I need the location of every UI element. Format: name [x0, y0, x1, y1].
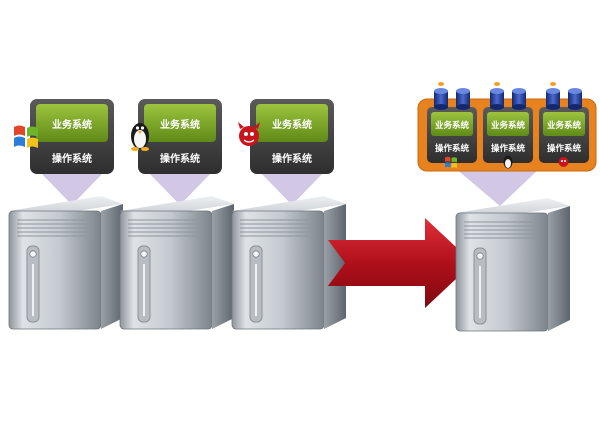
business-system-label: 业务系统: [547, 120, 582, 131]
operating-system-label: 操作系统: [52, 152, 92, 165]
database-icon: [456, 88, 470, 110]
operating-system-label: 操作系统: [272, 152, 312, 165]
business-system-label: 业务系统: [52, 118, 92, 131]
server-tower-1: [8, 195, 124, 330]
server-tower-3: [231, 195, 347, 330]
linux-penguin-icon: [503, 155, 513, 169]
operating-system-label: 操作系统: [491, 143, 526, 154]
windows-icon: [14, 125, 38, 148]
database-icon: [568, 88, 582, 110]
database-icon: [546, 82, 560, 110]
business-system-label: 业务系统: [160, 118, 200, 131]
vm-1: 业务系统 操作系统: [427, 107, 477, 168]
windows-icon: [445, 156, 457, 168]
migration-arrow: [328, 218, 473, 308]
server-tower-2: [119, 195, 235, 330]
operating-system-label: 操作系统: [435, 143, 470, 154]
business-system-label: 业务系统: [435, 120, 470, 131]
left-server-group: 业务系统 操作系统 业务系统 操作系统: [8, 99, 347, 330]
business-system-label: 业务系统: [491, 120, 526, 131]
right-server-group: 业务系统 操作系统 业务系统 操作系统 业务系统: [417, 82, 597, 332]
vm-2: 业务系统 操作系统: [483, 107, 533, 169]
linux-penguin-icon: [131, 123, 149, 151]
database-icon: [490, 82, 504, 110]
business-system-label: 业务系统: [272, 118, 312, 131]
bsd-daemon-icon: [238, 122, 260, 146]
funnel-2: [146, 170, 214, 205]
funnel-3: [258, 170, 326, 205]
database-icon: [434, 82, 448, 110]
operating-system-label: 操作系统: [547, 143, 582, 154]
software-stack-2: 业务系统 操作系统: [131, 99, 222, 174]
server-tower-consolidated: [455, 197, 571, 332]
vm-3: 业务系统 操作系统: [539, 107, 589, 167]
software-stack-1: 业务系统 操作系统: [14, 99, 114, 174]
funnel-consolidated: [455, 168, 540, 206]
bsd-daemon-icon: [558, 157, 569, 167]
funnel-1: [38, 170, 106, 205]
operating-system-label: 操作系统: [160, 152, 200, 165]
database-icons: [434, 82, 582, 110]
software-stack-3: 业务系统 操作系统: [238, 99, 334, 174]
database-icon: [512, 88, 526, 110]
